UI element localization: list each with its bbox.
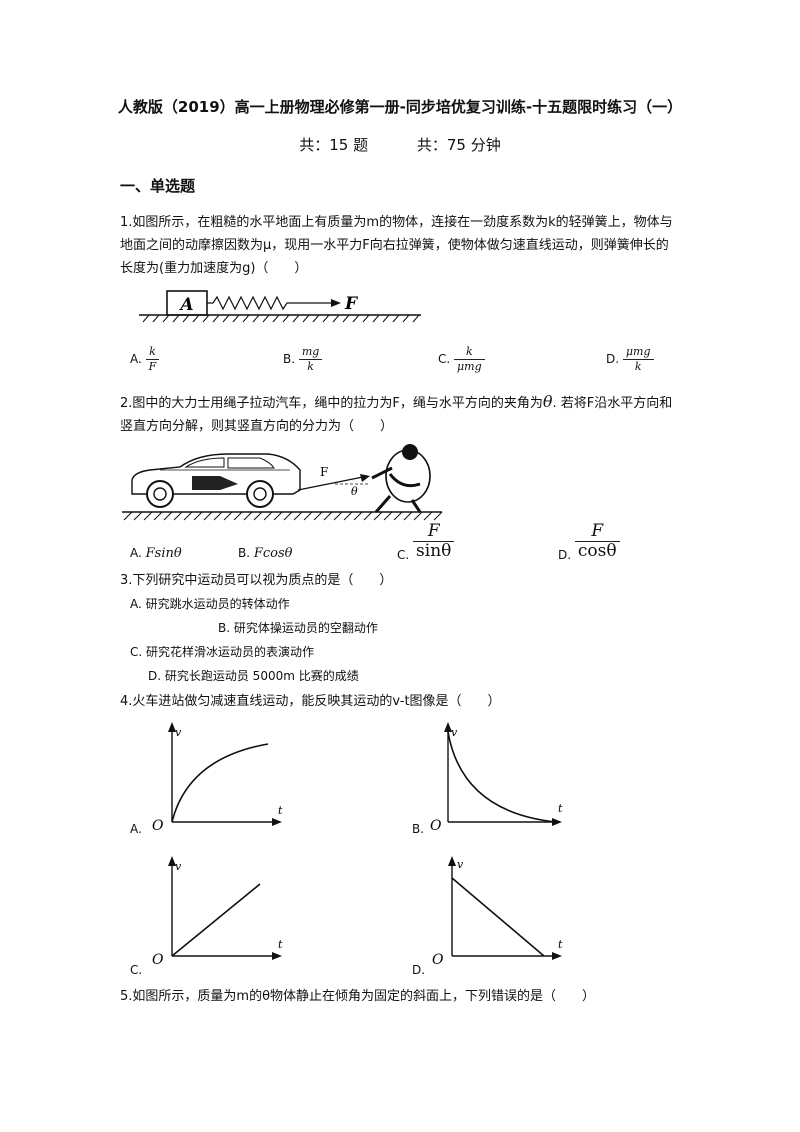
q4-graph-c[interactable]: v t O [148,852,298,972]
question-count: 共：15 题 [299,136,369,154]
t-axis-label: t [558,802,563,815]
spring [207,295,331,311]
force-label: F [344,294,359,314]
option-label: D. [558,548,572,562]
car [131,453,301,508]
q4-option-b-label[interactable]: B. [412,822,425,836]
q3-option-b[interactable]: B. 研究体操运动员的空翻动作 [218,621,378,635]
option-label: C. [438,352,451,366]
option-expression: Fcosθ [253,546,293,561]
t-axis-arrowhead [272,818,282,826]
question-5-text: 5.如图所示，质量为m的θ物体静止在倾角为固定的斜面上，下列错误的是（ ） [120,989,596,1004]
ground-hatching [123,511,443,521]
theta-symbol: θ [542,392,553,411]
question-3-text: 3.下列研究中运动员可以视为质点的是（ ） [120,573,393,588]
origin-label: O [430,818,442,834]
force-label: F [320,465,328,479]
t-axis-arrowhead [552,818,562,826]
t-axis-arrowhead [552,952,562,960]
page-title: 人教版（2019）高一上册物理必修第一册-同步培优复习训练-十五题限时练习（一） [117,98,683,116]
q4-graph-d[interactable]: v t O [428,852,578,972]
line [171,883,261,957]
strongman [371,444,431,513]
option-label: B. [238,546,251,560]
v-axis-arrowhead [168,856,176,866]
q2-option-b[interactable]: B. Fcosθ [238,546,293,561]
origin-label: O [432,952,444,968]
question-1-figure: A F [139,290,421,323]
option-expression: Fsinθ [145,546,182,561]
q3-option-d[interactable]: D. 研究长跑运动员 5000m 比赛的成绩 [148,669,359,683]
line [451,877,545,957]
q4-option-a-label[interactable]: A. [130,822,142,836]
origin-label: O [152,818,164,834]
v-axis-label: v [175,726,182,739]
q4-option-d-label[interactable]: D. [412,963,426,977]
option-label: B. [283,352,296,366]
q3-option-c[interactable]: C. 研究花样滑冰运动员的表演动作 [130,645,315,659]
origin-label: O [152,952,164,968]
angle-label: θ [351,485,358,498]
question-2-text: 2.图中的大力士用绳子拉动汽车，绳中的拉力为F，绳与水平方向的夹角为θ. 若将F… [120,392,673,434]
rope-arrowhead [360,474,370,482]
v-axis-arrowhead [448,856,456,866]
q4-graph-b[interactable]: v t O [428,718,578,836]
v-axis-label: v [175,860,182,873]
t-axis-arrowhead [272,952,282,960]
question-1-text: 1.如图所示，在粗糙的水平地面上有质量为m的物体，连接在一劲度系数为k的轻弹簧上… [120,215,673,276]
option-label: C. [397,548,410,562]
exam-meta: 共：15 题 共：75 分钟 [0,134,800,155]
q2-option-a[interactable]: A. Fsinθ [130,546,182,561]
v-axis-label: v [457,858,464,871]
option-label: A. [130,352,142,366]
t-axis-label: t [278,804,283,817]
v-axis-arrowhead [444,722,452,732]
q4-graph-a[interactable]: v t O [148,718,298,836]
q3-option-a[interactable]: A. 研究跳水运动员的转体动作 [130,597,290,611]
rope [297,475,369,491]
option-label: A. [130,546,142,560]
option-label: D. [606,352,620,366]
question-4-text: 4.火车进站做匀减速直线运动，能反映其运动的v-t图像是（ ） [120,694,501,709]
block-label: A [178,295,193,315]
ground-hatching [142,314,420,323]
section-title: 一、单选题 [120,177,196,195]
time-limit: 共：75 分钟 [416,136,501,154]
t-axis-label: t [278,938,283,951]
curve [171,743,269,823]
q4-option-c-label[interactable]: C. [130,963,143,977]
t-axis-label: t [558,938,563,951]
v-axis-label: v [451,726,458,739]
curve [447,731,557,823]
force-arrowhead [331,299,341,307]
question-2-figure: F θ [122,444,443,521]
v-axis-arrowhead [168,722,176,732]
